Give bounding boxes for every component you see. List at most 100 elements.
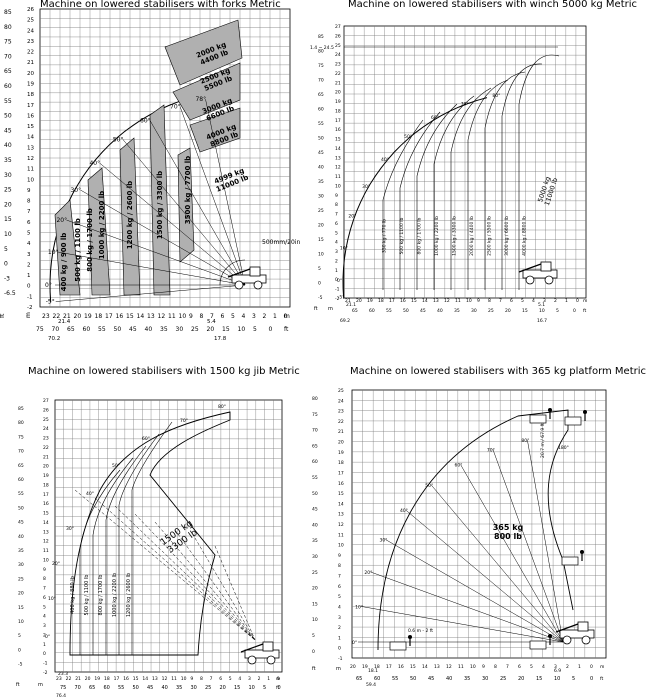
- m-tick-label: 3: [43, 623, 46, 629]
- load-curve: [450, 87, 492, 290]
- ft-axis-unit: ft: [312, 666, 316, 672]
- ft-bottom-tick: 60: [83, 326, 91, 333]
- m-bottom-unit: m: [600, 665, 604, 670]
- ft-bottom-tick: 70: [75, 685, 81, 691]
- load-curve: [131, 421, 173, 655]
- m-bottom-tick: 13: [433, 298, 439, 304]
- ft-bottom-tick: 45: [420, 308, 426, 314]
- m-tick-label: 0: [43, 651, 46, 657]
- load-label: 800 kg / 1700 lb: [98, 575, 104, 616]
- jib-ray: [114, 505, 256, 641]
- m-tick-label: 12: [43, 539, 49, 545]
- angle-label: 10°: [48, 596, 56, 602]
- angle-label: 0°: [45, 282, 52, 289]
- m-tick-label: 19: [338, 450, 344, 456]
- ft-bottom-tick: 55: [98, 326, 106, 333]
- ft-bottom-unit: ft: [284, 326, 289, 333]
- m-bottom-tick: 0: [590, 664, 593, 670]
- m-bottom-tick: 3: [248, 676, 251, 682]
- ft-tick-label: 70: [18, 449, 24, 455]
- m-tick-label: 1: [27, 273, 31, 279]
- ft-tick-label: 45: [4, 127, 12, 134]
- m-tick-label: 22: [338, 419, 344, 425]
- ft-bottom-tick: 60: [104, 685, 110, 691]
- angle-ray: [149, 120, 246, 286]
- load-label-line: 3500 kg / 7700 lb: [184, 156, 192, 224]
- ft-bottom-tick: 25: [191, 326, 199, 333]
- load-curve: [399, 111, 441, 290]
- m-tick-label: 27: [43, 398, 49, 404]
- m-tick-label: 15: [335, 137, 341, 143]
- m-bottom-tick: 22: [66, 676, 72, 682]
- person-icon: [548, 634, 552, 638]
- ft-tick-label: 5: [312, 633, 315, 639]
- ft-tick-label: 60: [318, 107, 324, 113]
- machine-icon: [227, 266, 267, 290]
- ft-tick-label: 40: [318, 165, 324, 171]
- m-tick-label: 5: [335, 230, 338, 236]
- load-label: 1200 kg / 2600 lb: [126, 181, 134, 249]
- m-bottom-tick: 12: [444, 298, 450, 304]
- m-tick-label: 7: [43, 586, 46, 592]
- reach-envelope: [342, 97, 488, 299]
- angle-label: 40°: [86, 491, 94, 497]
- m-tick-label: 13: [43, 529, 49, 535]
- angle-label: 70°: [170, 103, 181, 110]
- m-bottom-tick: 22: [53, 313, 61, 320]
- mark-label: 23.3: [58, 671, 68, 677]
- ft-tick-label: 50: [318, 136, 324, 142]
- m-tick-label: 8: [43, 576, 46, 582]
- m-bottom-tick: 6: [219, 676, 222, 682]
- load-label-line: 1000 kg / 2200 lb: [434, 216, 440, 256]
- ft-bottom-tick: 55: [386, 308, 392, 314]
- m-bottom-tick: 2: [554, 298, 557, 304]
- angle-ray: [370, 571, 564, 643]
- ft-tick-label: 75: [4, 39, 12, 46]
- mark-label: 5.4: [207, 319, 216, 325]
- ft-bottom-tick: 10: [554, 676, 560, 682]
- load-label-line: 1000 kg / 2200 lb: [98, 191, 106, 259]
- person-icon: [548, 408, 552, 412]
- ft-tick-label: 25: [4, 187, 12, 194]
- platform-basket: [529, 414, 547, 424]
- m-tick-label: 18: [338, 460, 344, 466]
- ft-bottom-tick: 15: [536, 676, 542, 682]
- load-label: 350 kg / 770 lb: [382, 219, 388, 253]
- m-tick-label: 2: [335, 258, 338, 264]
- m-bottom-tick: 21: [63, 313, 71, 320]
- ft-tick-label: 0: [312, 649, 315, 655]
- jib-ray: [94, 497, 256, 641]
- ft-tick-label: 75: [18, 434, 24, 440]
- angle-label: 10°: [355, 604, 363, 610]
- m-bottom-tick: 4: [542, 664, 545, 670]
- m-bottom-tick: 11: [168, 313, 176, 320]
- load-label: 400 kg / 900 lb: [60, 233, 68, 292]
- load-curve: [433, 95, 475, 290]
- m-tick-label: 0: [335, 277, 338, 283]
- load-label: 1500 kg / 3300 lb: [156, 171, 164, 239]
- m-axis-unit: m: [25, 312, 32, 318]
- load-label-line: 500 kg / 1100 lb: [399, 217, 405, 254]
- machine-part: [249, 266, 261, 277]
- m-bottom-tick: 1: [273, 313, 277, 320]
- ft-tick-label: 85: [4, 9, 12, 16]
- angle-label: 70°: [487, 447, 495, 453]
- machine-part: [262, 641, 274, 652]
- load-zone: [189, 107, 241, 153]
- m-tick-label: 4: [335, 240, 338, 246]
- load-label: 800 kg / 1700 lb: [417, 217, 423, 254]
- load-label: 3000 kg / 6600 lb: [504, 216, 510, 256]
- load-label-line: 1500 kg / 3300 lb: [156, 171, 164, 239]
- angle-label: 20°: [364, 570, 372, 576]
- ft-tick-label: 45: [318, 150, 324, 156]
- m-tick-label: 10: [43, 557, 49, 563]
- ft-axis-unit: ft: [16, 682, 20, 688]
- m-bottom-tick: 23: [42, 313, 50, 320]
- m-bottom-tick: 1: [565, 298, 568, 304]
- m-tick-label: 24: [338, 398, 344, 404]
- m-tick-label: 9: [338, 553, 341, 559]
- load-label-line: 500 kg / 1100 lb: [84, 575, 90, 616]
- m-tick-label: 11: [338, 532, 344, 538]
- m-tick-label: 7: [338, 574, 341, 580]
- ft-tick-label: 20: [18, 591, 24, 597]
